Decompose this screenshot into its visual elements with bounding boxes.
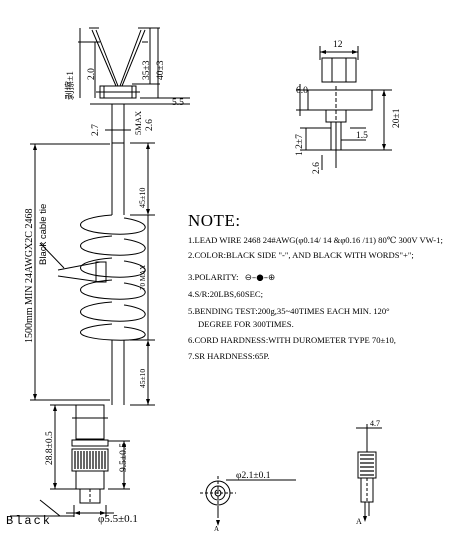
dim-2-6a: 2.6 (145, 119, 155, 131)
view-a-label-1: A (214, 525, 219, 533)
dim-45a: 45±10 (138, 188, 147, 208)
dim-strip: 剥擦±1 (64, 71, 76, 100)
dim-5-5-top: 5.5 (172, 98, 184, 108)
note-5-cont: DEGREE FOR 300TIMES. (198, 319, 294, 329)
dim-9-5: 9.5±0.5 (119, 443, 129, 472)
lead-crimp (90, 85, 190, 105)
dim-2-6b: 2.6 (312, 162, 322, 174)
notes-title: NOTE: (188, 211, 241, 230)
dim-12: 12 (333, 40, 343, 50)
dim-45b: 45±10 (138, 369, 147, 388)
cable-body (39, 104, 146, 405)
terminal-view (296, 46, 392, 170)
cable-tie-label: Black cable tie (38, 204, 49, 265)
dim-35: 35±3 (142, 60, 152, 80)
view-a-label-2: A (356, 517, 362, 526)
end-view (200, 476, 296, 518)
dim-1-5: 1.5 (356, 131, 368, 141)
dim-5-5-bottom: φ5.5±0.1 (98, 513, 138, 525)
dimension-lines-left (10, 142, 155, 517)
dim-28-8: 28.8±0.5 (45, 431, 55, 465)
polarity-symbol: ⊖–●–⊕ (244, 273, 276, 283)
dc-plug (71, 404, 109, 504)
side-view (356, 424, 382, 516)
note-3-text: 3.POLARITY: (188, 272, 239, 282)
note-7: 7.SR HARDNESS:65P. (188, 351, 270, 361)
dim-1-2: 1.2±7 (295, 134, 305, 156)
dim-6-0: 6.0 (296, 86, 308, 96)
note-3: 3.POLARITY: ⊖–●–⊕ (188, 273, 275, 283)
split-leads (78, 27, 160, 98)
note-2: 2.COLOR:BLACK SIDE "-", AND BLACK WITH W… (188, 250, 414, 260)
dim-20: 20±1 (392, 108, 402, 128)
dim-2-7: 2.7 (91, 124, 101, 136)
dim-40: 40±3 (156, 60, 166, 80)
notes-block: NOTE: 1.LEAD WIRE 2468 24#AWG(φ0.14/ 14 … (188, 211, 473, 360)
black-label: Black (6, 514, 52, 528)
dim-70max: 70 MAX (139, 265, 147, 290)
dim-5max: 5MAX (133, 111, 143, 135)
note-4: 4.S/R:20LBS,60SEC; (188, 289, 263, 299)
note-5: 5.BENDING TEST:200g,35~40TIMES EACH MIN.… (188, 306, 390, 316)
note-6: 6.CORD HARDNESS:WITH DUROMETER TYPE 70±1… (188, 335, 396, 345)
dim-4-7: 4.7 (370, 419, 380, 428)
note-1: 1.LEAD WIRE 2468 24#AWG(φ0.14/ 14 &φ0.16… (188, 235, 443, 245)
dim-2-1: φ2.1±0.1 (236, 471, 271, 481)
cable-length-label: 1500mm MIN 24AWGX2C 2468 (24, 209, 35, 343)
dim-2-0: 2.0 (87, 68, 97, 80)
